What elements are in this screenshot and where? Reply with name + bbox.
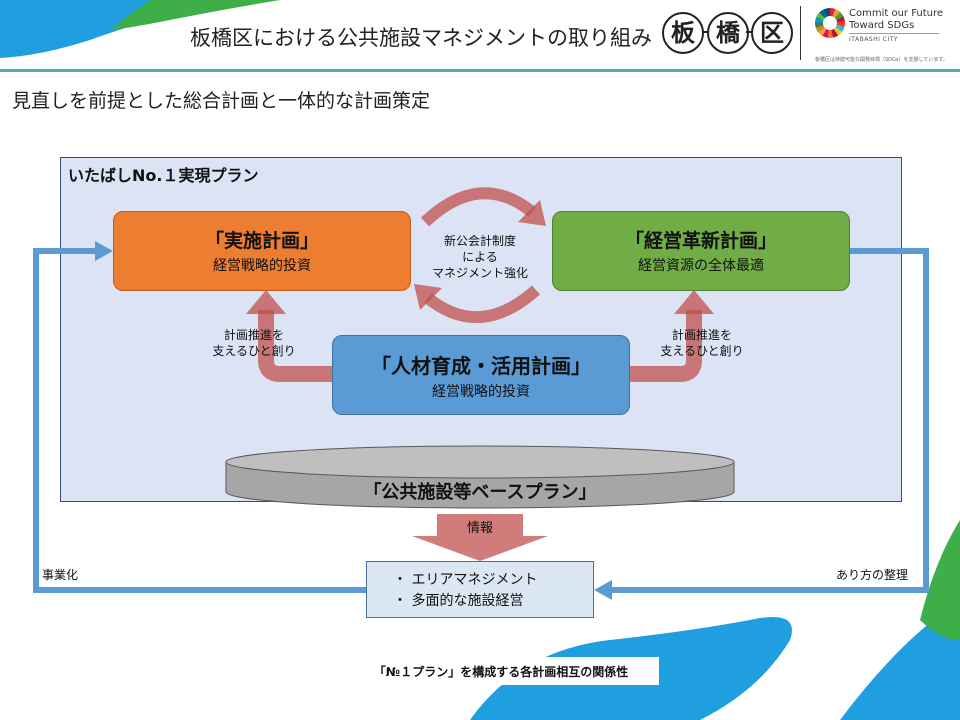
logo-divider — [800, 6, 801, 60]
sdgs-slogan-line2: Toward SDGs — [849, 20, 915, 31]
base-plan-label: 「公共施設等ベースプラン」 — [363, 482, 597, 503]
left-support-label-line1: 計画推進を — [223, 328, 284, 342]
center-label-line3: マネジメント強化 — [431, 266, 528, 280]
sdgs-rule — [849, 33, 939, 34]
right-support-label-line1: 計画推進を — [671, 328, 732, 342]
center-label-line1: 新公会計制度 — [443, 234, 516, 248]
implementation-plan-title: 「実施計画」 — [204, 230, 319, 252]
right-support-label-line2: 支えるひと創り — [660, 344, 744, 358]
sdgs-city-name: ITABASHI CITY — [849, 36, 899, 43]
hr-to-implementation-arrow — [258, 310, 332, 382]
right-loop-arrow — [609, 248, 929, 593]
bottom-right-green-wave — [920, 520, 960, 640]
hr-to-reform-arrow — [628, 310, 702, 382]
itabashi-ward-logo: 板 橋 区 — [662, 8, 793, 56]
bottom-right-wave — [840, 600, 960, 720]
cycle-top-arrow — [420, 187, 536, 227]
logo-char-ku: 区 — [751, 12, 793, 54]
sdgs-support-note: 板橋区は持続可能な開発目標（SDGs）を支援しています。 — [815, 57, 948, 63]
left-loop-label: 事業化 — [42, 568, 79, 582]
info-item-area-management: ・ エリアマネジメント — [393, 572, 538, 588]
cycle-top-arrow-head — [518, 200, 546, 226]
left-loop-arrow-head — [95, 241, 113, 261]
cycle-bottom-arrow-head — [414, 284, 442, 310]
info-item-facility-management: ・ 多面的な施設経営 — [393, 593, 524, 609]
center-label-line2: による — [462, 250, 498, 264]
implementation-plan-subtitle: 経営戦略的投資 — [213, 258, 311, 274]
figure-caption: 「№１プラン」を構成する各計画相互の関係性 — [373, 665, 629, 679]
logo-char-hashi: 橋 — [707, 12, 749, 54]
top-left-green-wave — [110, 0, 280, 30]
header-accent-line — [0, 69, 960, 72]
management-reform-plan-box: 「経営革新計画」 経営資源の全体最適 — [552, 211, 850, 291]
hr-plan-box: 「人材育成・活用計画」 経営戦略的投資 — [332, 335, 630, 415]
page-subtitle: 見直しを前提とした総合計画と一体的な計画策定 — [12, 90, 431, 112]
left-support-label-line2: 支えるひと創り — [212, 344, 296, 358]
management-reform-plan-subtitle: 経営資源の全体最適 — [638, 258, 764, 274]
left-loop-arrow — [33, 248, 366, 593]
hr-plan-title: 「人材育成・活用計画」 — [371, 354, 591, 378]
management-reform-plan-title: 「経営革新計画」 — [624, 230, 777, 252]
sdgs-slogan-line1: Commit our Future — [849, 8, 944, 19]
hr-to-implementation-arrow-head — [246, 290, 286, 314]
right-loop-label: あり方の整理 — [836, 568, 909, 582]
implementation-plan-box: 「実施計画」 経営戦略的投資 — [113, 211, 411, 291]
logo-char-ita: 板 — [662, 12, 704, 54]
info-arrow-label: 情報 — [466, 521, 493, 536]
caption-box — [343, 657, 659, 685]
right-loop-arrow-head — [594, 580, 612, 600]
plan-frame-title: いたばしNo.１実現プラン — [68, 166, 259, 185]
cycle-bottom-arrow — [424, 285, 540, 324]
sdgs-wheel-icon — [815, 8, 845, 38]
page-header-title: 板橋区における公共施設マネジメントの取り組み — [190, 26, 652, 50]
hr-plan-subtitle: 経営戦略的投資 — [432, 384, 530, 400]
info-down-arrow — [412, 514, 548, 561]
info-box: ・ エリアマネジメント ・ 多面的な施設経営 — [366, 561, 594, 618]
base-plan-cylinder-top — [225, 445, 735, 479]
hr-to-reform-arrow-head — [674, 290, 714, 314]
